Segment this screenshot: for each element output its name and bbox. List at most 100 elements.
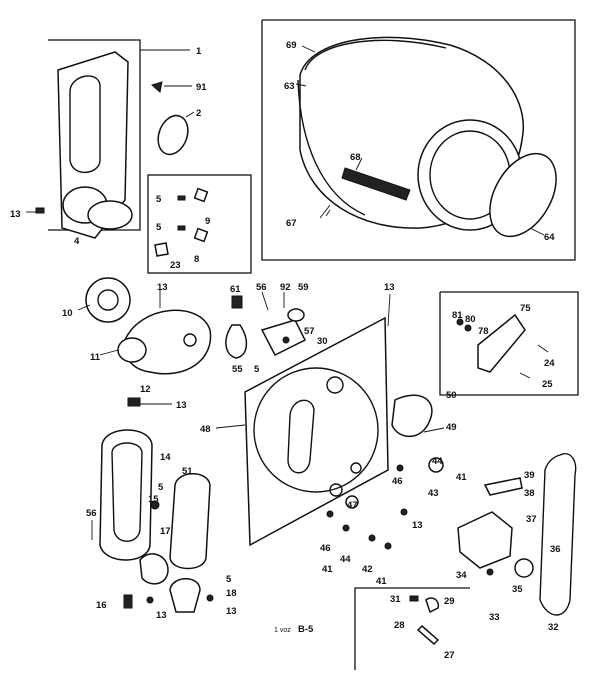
hardware-box: 5 9 5 23 8 xyxy=(147,174,252,274)
exhaust-duct-assembly: 12 13 14 51 5 15 56 xyxy=(86,384,211,570)
exhaust-duct-14 xyxy=(99,429,153,561)
label-61: 61 xyxy=(230,284,241,295)
label-43: 43 xyxy=(428,488,439,499)
label-49: 49 xyxy=(446,422,457,433)
drum-box-frame xyxy=(261,19,576,261)
label-29: 29 xyxy=(444,596,455,607)
label-51: 51 xyxy=(182,466,193,477)
label-34: 34 xyxy=(456,570,467,581)
label-75: 75 xyxy=(520,303,531,314)
label-13e: 13 xyxy=(412,520,423,531)
label-36: 36 xyxy=(550,544,561,555)
drum-seal xyxy=(489,152,557,238)
blower-housing-front xyxy=(123,309,212,375)
part-16 xyxy=(123,594,133,609)
label-41c: 41 xyxy=(376,576,387,587)
label-13b: 13 xyxy=(157,282,168,293)
label-5d: 5 xyxy=(158,482,164,493)
label-80: 80 xyxy=(465,314,476,325)
label-50: 50 xyxy=(446,390,457,401)
bracket-12 xyxy=(127,397,141,407)
label-55: 55 xyxy=(232,364,243,375)
label-5c: 5 xyxy=(254,364,260,375)
label-15: 15 xyxy=(148,494,159,505)
door-switch xyxy=(477,313,526,373)
label-9: 9 xyxy=(205,216,210,227)
lower-center-hardware: 47 13 46 44 41 42 41 46 43 44 41 xyxy=(320,456,467,587)
screw-13a xyxy=(35,207,45,214)
clip-8 xyxy=(193,227,209,243)
lint-screen-51 xyxy=(169,473,211,570)
label-46b: 46 xyxy=(320,543,331,554)
drum-assembly: 69 63 68 67 64 xyxy=(261,19,576,261)
drive-belt xyxy=(539,453,577,616)
label-44a: 44 xyxy=(432,456,443,467)
blower-inlet xyxy=(117,337,147,363)
label-13f: 13 xyxy=(156,610,167,621)
idler-pulley-29 xyxy=(425,597,440,614)
label-17: 17 xyxy=(160,526,171,537)
label-68: 68 xyxy=(350,152,361,163)
thermostat-59 xyxy=(287,308,305,322)
label-27: 27 xyxy=(444,650,455,661)
label-48: 48 xyxy=(200,424,211,435)
label-13g: 13 xyxy=(226,606,237,617)
clip-23 xyxy=(154,242,169,257)
lamp-socket xyxy=(231,295,243,309)
label-1: 1 xyxy=(196,46,202,57)
label-16: 16 xyxy=(96,600,107,611)
hardware-box-frame xyxy=(147,174,252,274)
label-67: 67 xyxy=(286,218,297,229)
label-11: 11 xyxy=(90,352,101,363)
blower-wheel-assembly: 10 13 11 xyxy=(62,277,212,375)
page-caption: B-5 xyxy=(298,624,314,635)
rear-bulkhead: 48 50 49 xyxy=(200,316,457,547)
label-18: 18 xyxy=(226,588,237,599)
blower-housing-assembly: 1 91 2 13 4 xyxy=(10,39,207,247)
label-5e: 5 xyxy=(226,574,232,585)
label-42: 42 xyxy=(362,564,373,575)
motor-pulley xyxy=(514,558,534,578)
clip-91 xyxy=(150,81,163,93)
label-12: 12 xyxy=(140,384,151,395)
label-13d: 13 xyxy=(176,400,187,411)
door-switch-box-frame xyxy=(439,291,579,396)
bulkhead-panel xyxy=(244,316,389,547)
label-32: 32 xyxy=(548,622,559,633)
label-33: 33 xyxy=(489,612,500,623)
label-2: 2 xyxy=(196,108,201,119)
label-47: 47 xyxy=(347,500,358,511)
label-14: 14 xyxy=(160,452,171,463)
duct-seal-ring xyxy=(157,114,189,156)
label-5b: 5 xyxy=(156,222,162,233)
label-31: 31 xyxy=(390,594,401,605)
label-41b: 41 xyxy=(322,564,333,575)
label-37: 37 xyxy=(526,514,537,525)
lamp-thermostat-group: 61 56 92 59 57 30 55 5 xyxy=(225,282,328,375)
label-35: 35 xyxy=(512,584,523,595)
label-46a: 46 xyxy=(392,476,403,487)
door-switch-box: 81 80 78 75 24 25 13 xyxy=(384,282,579,396)
label-81: 81 xyxy=(452,310,463,321)
idler-box: 31 29 28 27 xyxy=(354,587,470,670)
label-8: 8 xyxy=(194,254,199,265)
label-41a: 41 xyxy=(456,472,467,483)
drum-baffle xyxy=(341,167,411,201)
label-57: 57 xyxy=(304,326,315,337)
label-56a: 56 xyxy=(256,282,267,293)
thermostat-bracket xyxy=(260,319,307,357)
label-30: 30 xyxy=(317,336,328,347)
blower-wheel xyxy=(85,277,131,323)
label-44b: 44 xyxy=(340,554,351,565)
label-4: 4 xyxy=(74,236,80,247)
label-13a: 13 xyxy=(10,209,21,220)
lower-left-parts: 17 5 18 16 13 13 xyxy=(96,526,237,621)
housing-gasket xyxy=(87,200,133,230)
label-92: 92 xyxy=(280,282,291,293)
label-13c: 13 xyxy=(384,282,395,293)
label-78: 78 xyxy=(478,326,489,337)
label-23: 23 xyxy=(170,260,181,271)
label-25: 25 xyxy=(542,379,553,390)
label-91: 91 xyxy=(196,82,207,93)
